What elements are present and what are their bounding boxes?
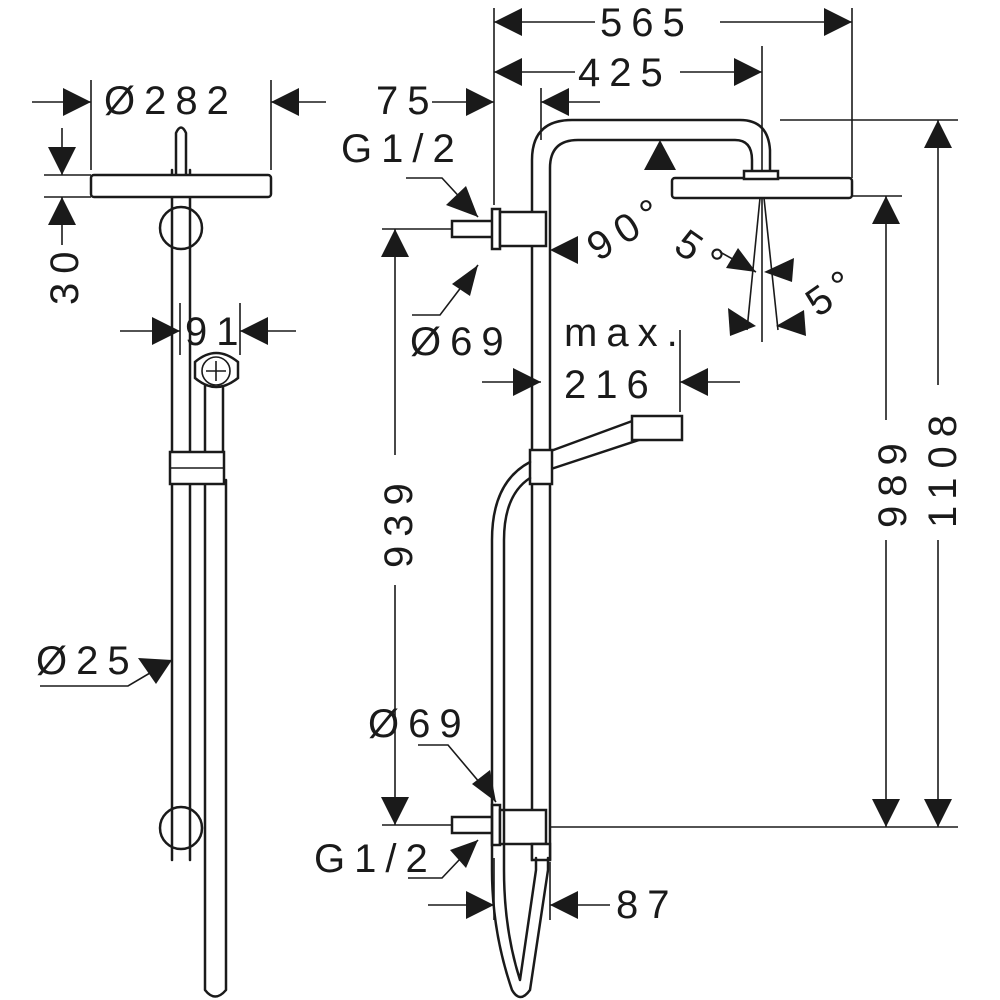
reach-label: max.	[564, 311, 687, 355]
overhead-shower-side	[670, 176, 854, 200]
rail-diameter-label: Ø25	[36, 639, 139, 683]
upper-connector	[498, 210, 548, 248]
handshower-head-side	[630, 414, 684, 442]
upper-wall-bracket	[158, 205, 204, 251]
top-inlet-thread-label: G1/2	[341, 127, 464, 171]
tilt-angle-upper-label: 5°	[667, 221, 738, 289]
head-height-label: 30	[43, 243, 87, 306]
shower-hose	[203, 478, 228, 998]
handshower-width-label: 91	[185, 310, 248, 354]
head-height-label: 989	[871, 434, 915, 528]
handshower-side	[546, 418, 641, 472]
side-view: 565 425 75 G1/2 90° 5° 5° Ø69	[314, 1, 965, 999]
bottom-depth-label: 87	[616, 883, 679, 927]
hose-inner	[502, 476, 538, 982]
lower-connector	[498, 808, 548, 846]
handshower-face	[201, 356, 231, 386]
slider-side	[528, 448, 554, 486]
swivel-angle-label: 90°	[579, 186, 677, 270]
front-view: Ø282 30 91 Ø25	[32, 79, 326, 998]
tilt-angle-lower-label: 5°	[798, 257, 869, 325]
overhead-shower-front	[89, 173, 273, 199]
lower-wall-bracket	[158, 805, 204, 851]
top-rosette-label: Ø69	[410, 320, 513, 364]
inlet-spacing-label: 939	[377, 474, 421, 568]
bottom-rosette-label: Ø69	[368, 702, 471, 746]
bottom-inlet-thread-label: G1/2	[314, 837, 437, 881]
upper-inlet	[450, 219, 497, 239]
head-diameter-label: Ø282	[104, 79, 238, 123]
reach-value: 216	[564, 363, 658, 407]
overhead-collar-side	[742, 169, 780, 181]
overhead-stub	[174, 126, 188, 177]
pipe-end-cap	[530, 842, 552, 862]
arm-reach-label: 425	[578, 51, 672, 95]
wall-offset-label: 75	[376, 79, 439, 123]
shower-pipe-outer	[530, 118, 772, 862]
shower-pipe-inner	[548, 138, 754, 862]
lower-inlet	[450, 815, 497, 835]
hose-outer	[490, 460, 550, 999]
total-width-label: 565	[600, 1, 694, 45]
total-height-label: 1108	[921, 406, 965, 528]
